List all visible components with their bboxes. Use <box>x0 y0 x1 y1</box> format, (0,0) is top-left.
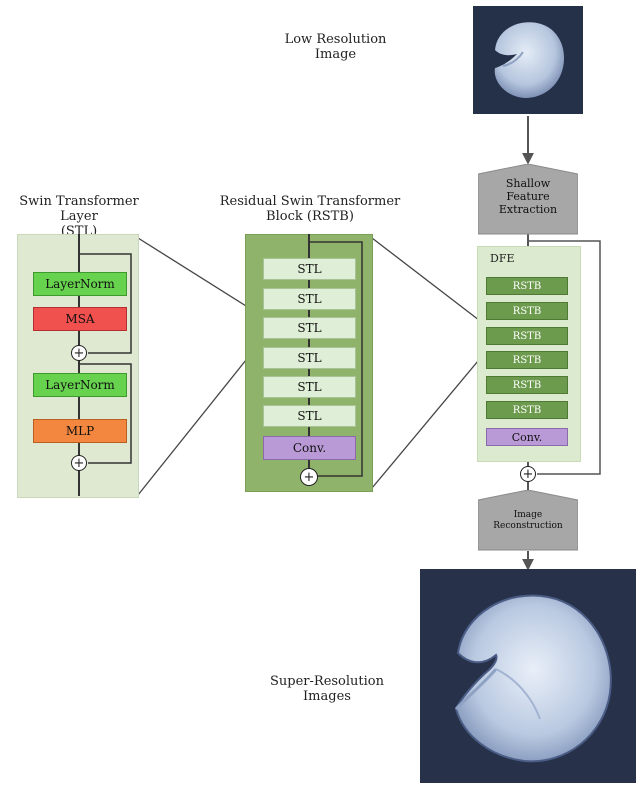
rstb-stl-3: STL <box>263 317 356 339</box>
super-resolution-title: Super-Resolution Images <box>270 674 384 704</box>
dfe-conv-box: Conv. <box>486 428 568 446</box>
bean-shape-small <box>494 22 565 98</box>
mlp-box: MLP <box>33 419 127 443</box>
shallow-feature-shape <box>478 164 578 235</box>
stl-add-icon-2: + <box>71 455 87 471</box>
dfe-rstb-3: RSTB <box>486 327 568 345</box>
stl-add-icon-1: + <box>71 345 87 361</box>
dfe-label: DFE <box>490 252 515 265</box>
dfe-rstb-1: RSTB <box>486 277 568 295</box>
dfe-add-icon: + <box>520 466 536 482</box>
reconstruction-label: Image Reconstruction <box>493 510 563 531</box>
rstb-add-icon: + <box>300 468 318 486</box>
rstb-stl-1: STL <box>263 258 356 280</box>
stl-title: Swin Transformer Layer (STL) <box>19 194 139 239</box>
rstb-stl-2: STL <box>263 288 356 310</box>
rstb-stl-4: STL <box>263 347 356 369</box>
rstb-stl-6: STL <box>263 405 356 427</box>
bean-shape-large <box>454 594 612 763</box>
layernorm-box-2: LayerNorm <box>33 373 127 397</box>
low-resolution-title: Low Resolution Image <box>284 32 387 62</box>
dfe-rstb-6: RSTB <box>486 401 568 419</box>
super-resolution-image <box>420 569 636 783</box>
rstb-stl-5: STL <box>263 376 356 398</box>
reconstruction-shape <box>478 490 578 551</box>
dfe-rstb-5: RSTB <box>486 376 568 394</box>
dfe-rstb-2: RSTB <box>486 302 568 320</box>
rstb-title: Residual Swin Transformer Block (RSTB) <box>219 194 401 224</box>
low-resolution-image <box>473 6 583 114</box>
dfe-rstb-4: RSTB <box>486 351 568 369</box>
rstb-conv-box: Conv. <box>263 436 356 460</box>
shallow-feature-label: Shallow Feature Extraction <box>498 177 558 216</box>
msa-box: MSA <box>33 307 127 331</box>
layernorm-box-1: LayerNorm <box>33 272 127 296</box>
